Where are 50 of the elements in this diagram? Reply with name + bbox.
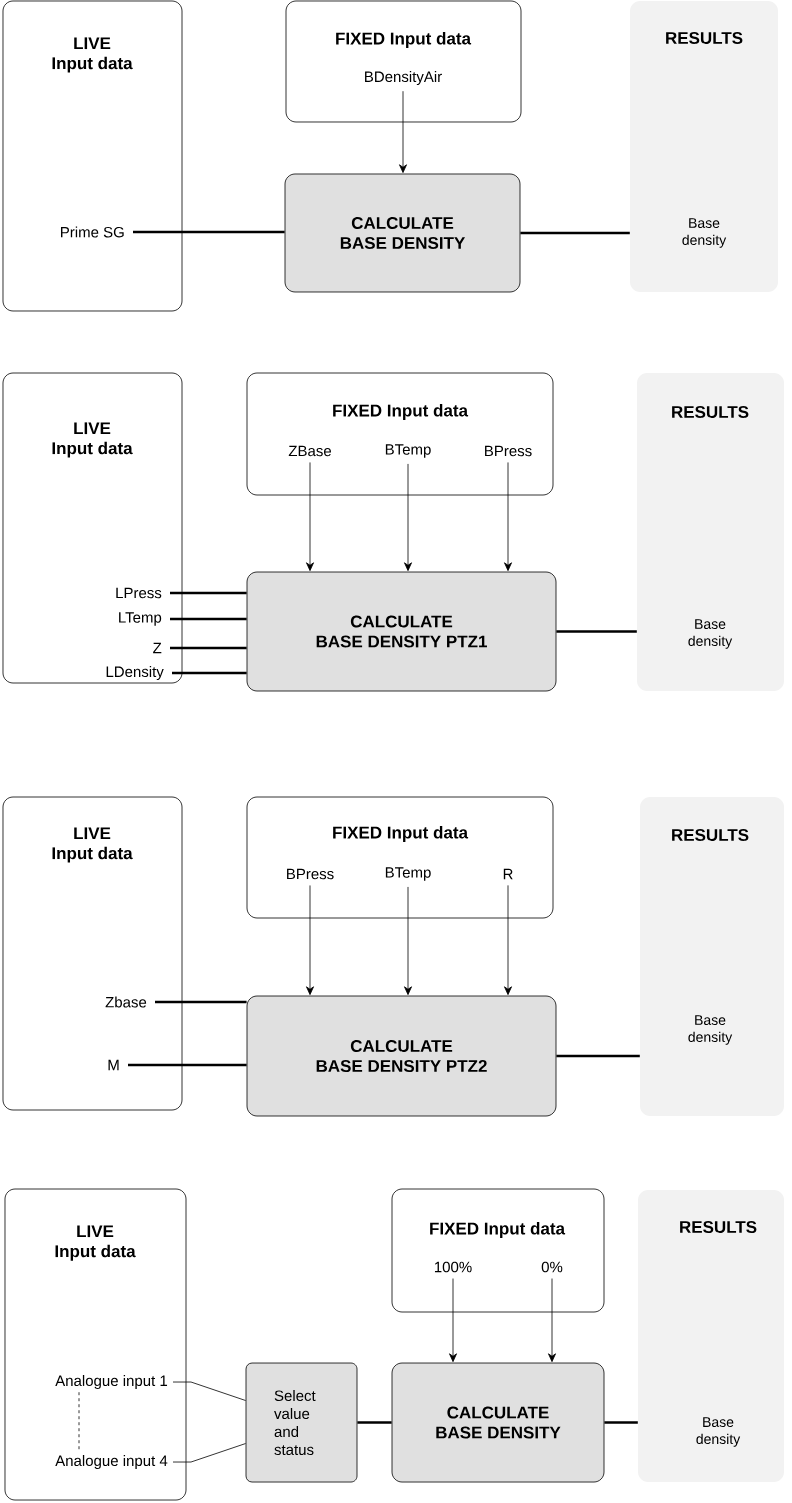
input-label: Analogue input 1 [55, 1375, 168, 1389]
process-box: CALCULATE BASE DENSITY PTZ2 [246, 995, 557, 1117]
process-box: CALCULATE BASE DENSITY [284, 173, 521, 293]
arrow [306, 885, 314, 996]
results-panel: RESULTS Base density [640, 797, 784, 1116]
arrow [399, 90, 407, 173]
input-label: Analogue input 4 [55, 1455, 168, 1469]
input-label: BTemp [385, 867, 431, 881]
process-box: CALCULATE BASE DENSITY [391, 1362, 605, 1483]
connector-line [520, 231, 630, 235]
results-panel: RESULTS Base density [638, 1190, 784, 1482]
input-label: ZBase [288, 445, 331, 457]
connector-line [172, 1443, 246, 1463]
input-label: Prime SG [61, 226, 124, 238]
input-label: BPress [287, 868, 334, 880]
connector-line [155, 1000, 247, 1004]
input-label: LPress [116, 587, 162, 599]
process-box: CALCULATE BASE DENSITY PTZ1 [246, 571, 557, 692]
results-panel: RESULTS Base density [637, 373, 784, 691]
input-label: 100% [434, 1261, 472, 1273]
connector-line [556, 630, 637, 633]
connector-line [128, 1063, 247, 1067]
arrow [404, 886, 412, 996]
input-label: LTemp [119, 612, 162, 626]
connector-line [170, 646, 247, 650]
connector-line [172, 1381, 246, 1401]
input-label: LDensity [106, 666, 164, 680]
results-panel: RESULTS Base density [630, 1, 778, 292]
arrow [548, 1278, 556, 1363]
connector-line [172, 671, 247, 675]
arrow [449, 1278, 457, 1363]
arrow [306, 462, 314, 572]
connector-line [170, 617, 247, 621]
connector-line [133, 230, 285, 234]
connector-line [170, 591, 247, 595]
input-label: BPress [485, 445, 532, 457]
input-label: Z [153, 642, 162, 654]
input-label: BTemp [385, 444, 431, 458]
arrow [504, 462, 512, 572]
input-label: BDensityAir [365, 71, 442, 85]
input-label: M [108, 1059, 119, 1071]
arrow [404, 463, 412, 572]
input-label: R [503, 868, 513, 880]
connector-line [556, 1054, 640, 1058]
arrow [504, 884, 512, 996]
input-label: 0% [541, 1261, 563, 1273]
connector-line [357, 1421, 392, 1424]
connector-line [604, 1421, 638, 1424]
selector-box: Select value and status [245, 1362, 358, 1483]
input-label: Zbase [105, 996, 147, 1008]
